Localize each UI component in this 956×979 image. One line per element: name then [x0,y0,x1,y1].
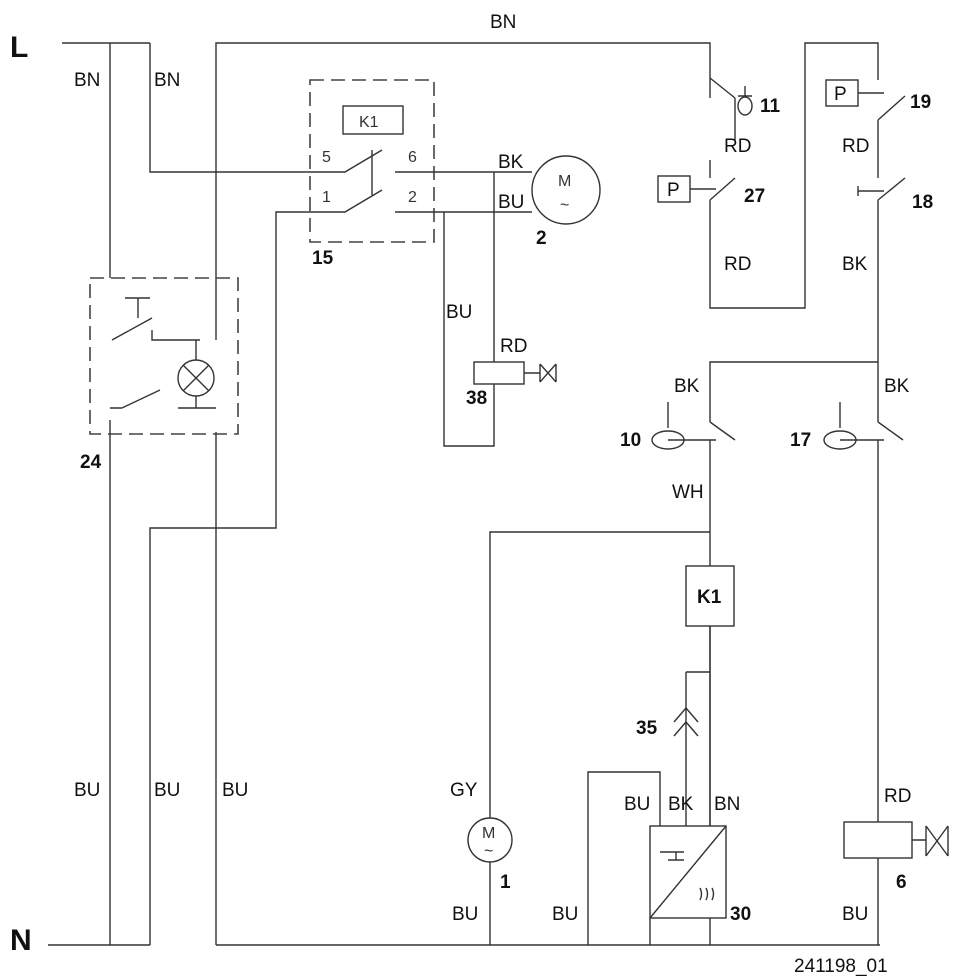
relay-k1-label: K1 [359,114,379,131]
component-38-label: 38 [466,388,487,409]
component-17-label: 17 [790,430,811,451]
component-35-label: 35 [636,718,658,739]
wire-label-bu-b1: BU [74,780,100,801]
wire-label-bn-left1: BN [74,70,100,91]
wire-label-bu-b3: BU [222,780,248,801]
wire-label-gy-m1: GY [450,780,478,801]
valve-38-symbol [524,363,557,383]
component-30-symbol [660,851,684,861]
wire-label-bn-left2: BN [154,70,180,91]
relay-k1-coil-label: K1 [697,587,722,608]
wire-left-3 [149,211,310,945]
terminal-6: 6 [408,149,417,166]
terminal-1: 1 [322,189,331,206]
component-24-label: 24 [80,452,102,473]
line-rail-label: L [10,31,28,64]
wire-bu-30-left [587,771,661,945]
terminal-5: 5 [322,149,331,166]
component-30-label: 30 [730,904,751,925]
component-1-label: 1 [500,872,511,893]
wire-label-rd-11: RD [724,136,751,157]
wire-bu-valve38 [443,212,495,447]
valve-38-coil [473,361,525,385]
wire-label-bk-17: BK [884,376,910,397]
wire-label-bu-m1: BU [452,904,478,925]
float-17-symbol [839,402,884,441]
wire-label-bu-6: BU [842,904,868,925]
wire-label-bn-top: BN [490,12,516,33]
switch-27 [709,42,879,309]
wire-label-bu-30-left: BU [552,904,578,925]
switch-18 [857,166,906,362]
connector-35 [673,706,699,737]
component-30-diagonal [649,825,727,919]
wire-label-bk-30: BK [668,794,694,815]
drawing-id: 241198_01 [794,956,888,977]
wire-label-rd-valve38: RD [500,336,527,357]
wire-label-bu-valve38: BU [446,302,472,323]
wire-label-rd-27: RD [724,254,751,275]
wire-label-wh-10: WH [672,482,704,503]
pressure-19-label: P [834,84,847,105]
component-6-label: 6 [896,872,907,893]
terminal-2: 2 [408,189,417,206]
valve-6-symbol [912,825,949,857]
component-15-housing [309,79,435,243]
wire-label-rd-19: RD [842,136,869,157]
wire-label-bk-10: BK [674,376,700,397]
wire-label-bu-30: BU [624,794,650,815]
relay-contact-1-2 [310,189,490,213]
thermostat-11-icon [737,96,753,116]
switch-24-lower [109,389,216,442]
motor-1-m: M [482,825,495,842]
component-10-label: 10 [620,430,641,451]
component-19-label: 19 [910,92,931,113]
switch-11 [709,77,736,140]
relay-k1-coil [685,565,735,627]
switch-19 [858,92,906,166]
wire-label-bn-30: BN [714,794,740,815]
lamp-24-cross [182,340,210,408]
wire-bk-branch [709,361,878,422]
wire-label-bk-18: BK [842,254,868,275]
component-27-label: 27 [744,186,765,207]
component-11-label: 11 [760,96,781,117]
valve-6-coil [843,821,913,859]
motor-2-m: M [558,173,571,190]
pressure-19-box [825,79,859,107]
neutral-rail-label: N [10,924,32,957]
relay-contact-5-6 [310,149,490,173]
component-30-heat-icon [699,887,715,901]
component-24-housing [89,277,239,435]
wire-k1-30 [685,626,711,826]
float-17-icon [823,430,857,450]
thermostat-11-symbol [738,86,752,97]
float-10-icon [651,430,685,450]
wire-gy-m1 [489,531,710,818]
pressure-27-label: P [667,180,680,201]
wire-label-rd-6: RD [884,786,911,807]
float-10-symbol [667,402,716,441]
component-18-label: 18 [912,192,933,213]
component-15-label: 15 [312,248,334,269]
motor-1-tilde: ~ [484,843,493,860]
switch-24-upper [111,297,200,341]
wire-label-bu-motor: BU [498,192,524,213]
motor-2 [531,155,601,225]
component-2-label: 2 [536,228,547,249]
switch-17 [877,362,904,822]
wire-label-bu-b2: BU [154,780,180,801]
wire-left-2 [149,43,310,173]
relay-k1-label-box [342,105,404,135]
pressure-27-box [657,175,691,203]
motor-2-tilde: ~ [560,197,569,214]
wire-label-bk-motor: BK [498,152,524,173]
wire-bn-top [215,42,711,340]
